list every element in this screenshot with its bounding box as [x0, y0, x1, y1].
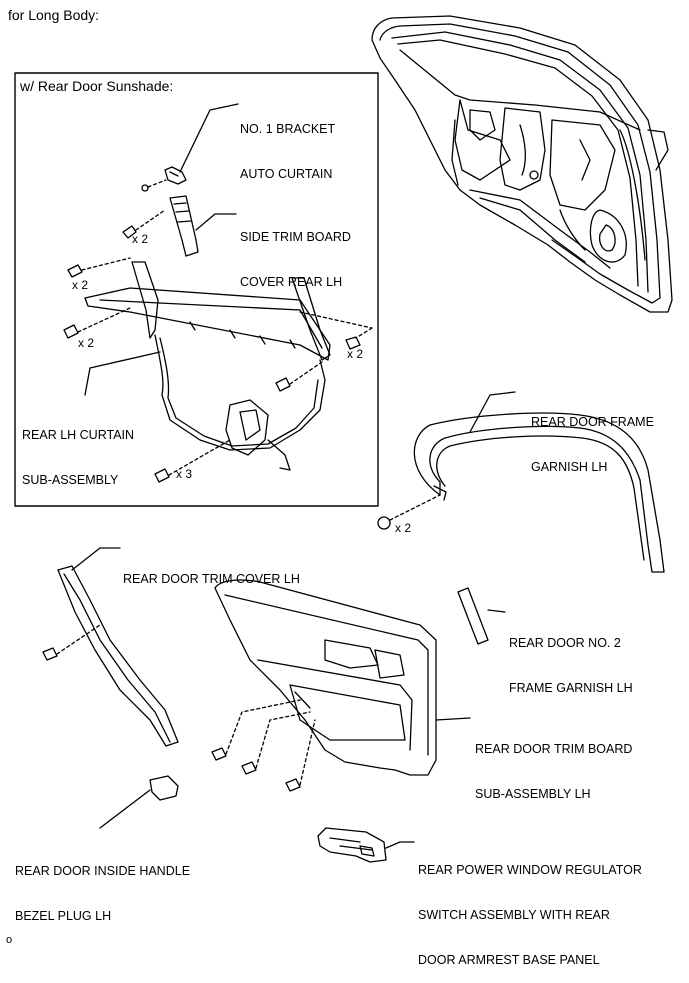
label-handle-plug: REAR DOOR INSIDE HANDLE BEZEL PLUG LH	[15, 864, 191, 923]
screw-icon	[285, 719, 316, 792]
label-trim-cover: REAR DOOR TRIM COVER LH	[123, 572, 300, 586]
screw-icon	[211, 699, 301, 761]
leader-frame-garnish	[469, 391, 516, 433]
screw-icon	[299, 311, 373, 350]
inset-title: w/ Rear Door Sunshade:	[20, 78, 174, 94]
leader-trim-cover	[71, 547, 121, 571]
screw-icon	[122, 209, 166, 239]
door-frame-illustration	[371, 15, 673, 313]
quantity-label: x 2	[395, 521, 412, 535]
no2-garnish-illustration	[457, 587, 489, 645]
quantity-label: x 2	[72, 278, 89, 292]
label-side-trim: SIDE TRIM BOARD COVER REAR LH	[240, 230, 351, 289]
screw-icon	[67, 257, 131, 278]
leader-trim-board	[435, 717, 471, 721]
frame-garnish-illustration	[413, 412, 665, 573]
quantity-label: x 2	[78, 336, 95, 350]
side-trim-illustration	[169, 195, 199, 257]
trim-cover-illustration	[57, 565, 179, 747]
leader-no2-garnish	[487, 609, 506, 613]
screw-icon	[241, 711, 311, 775]
clip-icon	[377, 494, 441, 530]
inset-frame	[14, 72, 379, 507]
bracket-illustration	[141, 166, 187, 192]
section-title: for Long Body:	[8, 7, 100, 23]
leader-side-trim	[195, 213, 237, 231]
screw-icon	[63, 307, 131, 339]
footer-mark: o	[6, 934, 13, 946]
label-trim-board: REAR DOOR TRIM BOARD SUB-ASSEMBLY LH	[475, 742, 633, 801]
leader-bracket	[179, 103, 239, 173]
regulator-switch-illustration	[317, 827, 387, 863]
label-curtain: REAR LH CURTAIN SUB-ASSEMBLY	[22, 428, 135, 487]
quantity-label: x 3	[176, 467, 193, 481]
label-bracket: NO. 1 BRACKET AUTO CURTAIN	[240, 122, 336, 181]
label-regulator-switch: REAR POWER WINDOW REGULATOR SWITCH ASSEM…	[418, 863, 642, 967]
exploded-parts-diagram	[14, 15, 673, 863]
label-no2-garnish: REAR DOOR NO. 2 FRAME GARNISH LH	[509, 636, 633, 695]
leader-regulator-switch	[385, 841, 415, 849]
label-frame-garnish: REAR DOOR FRAME GARNISH LH	[531, 415, 654, 474]
screw-icon	[154, 439, 231, 483]
quantity-label: x 2	[347, 347, 364, 361]
screw-icon	[42, 624, 101, 661]
leader-handle-plug	[99, 789, 151, 829]
trim-board-illustration	[214, 579, 437, 776]
leader-curtain	[84, 351, 161, 396]
quantity-label: x 2	[132, 232, 149, 246]
screw-icon	[275, 361, 323, 392]
handle-plug-illustration	[149, 775, 179, 801]
